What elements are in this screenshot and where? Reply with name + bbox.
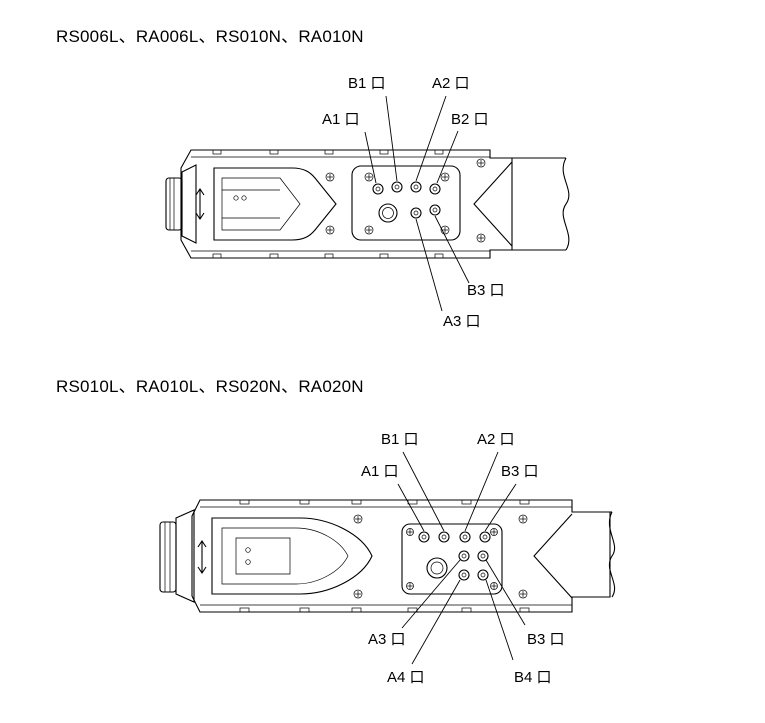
top-port-labels: B1 口 A2 口 A1 口 B2 口 B3 口 A3 口 [322, 75, 505, 330]
bottom-label-a1: A1 口 [361, 463, 399, 480]
top-model-heading: RS006L、RA006L、RS010N、RA010N [56, 27, 364, 46]
top-label-a2: A2 口 [432, 75, 470, 92]
bottom-label-b3-upper: B3 口 [501, 463, 539, 480]
top-label-b1: B1 口 [348, 75, 386, 92]
bottom-port-labels: B1 口 A2 口 A1 口 B3 口 A3 口 B3 口 A4 口 B4 口 [361, 431, 565, 686]
bottom-label-b3-lower: B3 口 [527, 631, 565, 648]
top-leader-lines [364, 95, 470, 312]
top-label-b3: B3 口 [467, 282, 505, 299]
bottom-label-a2: A2 口 [477, 431, 515, 448]
bottom-model-heading: RS010L、RA010L、RS020N、RA020N [56, 377, 364, 396]
top-label-a1: A1 口 [322, 111, 360, 128]
bottom-label-a3: A3 口 [368, 631, 406, 648]
top-arm-drawing [165, 149, 570, 259]
bottom-label-b1: B1 口 [381, 431, 419, 448]
top-label-b2: B2 口 [451, 111, 489, 128]
top-label-a3: A3 口 [443, 313, 481, 330]
bottom-arm-drawing [159, 499, 616, 613]
bottom-leader-lines [397, 451, 526, 665]
bottom-label-b4: B4 口 [514, 669, 552, 686]
bottom-label-a4: A4 口 [387, 669, 425, 686]
